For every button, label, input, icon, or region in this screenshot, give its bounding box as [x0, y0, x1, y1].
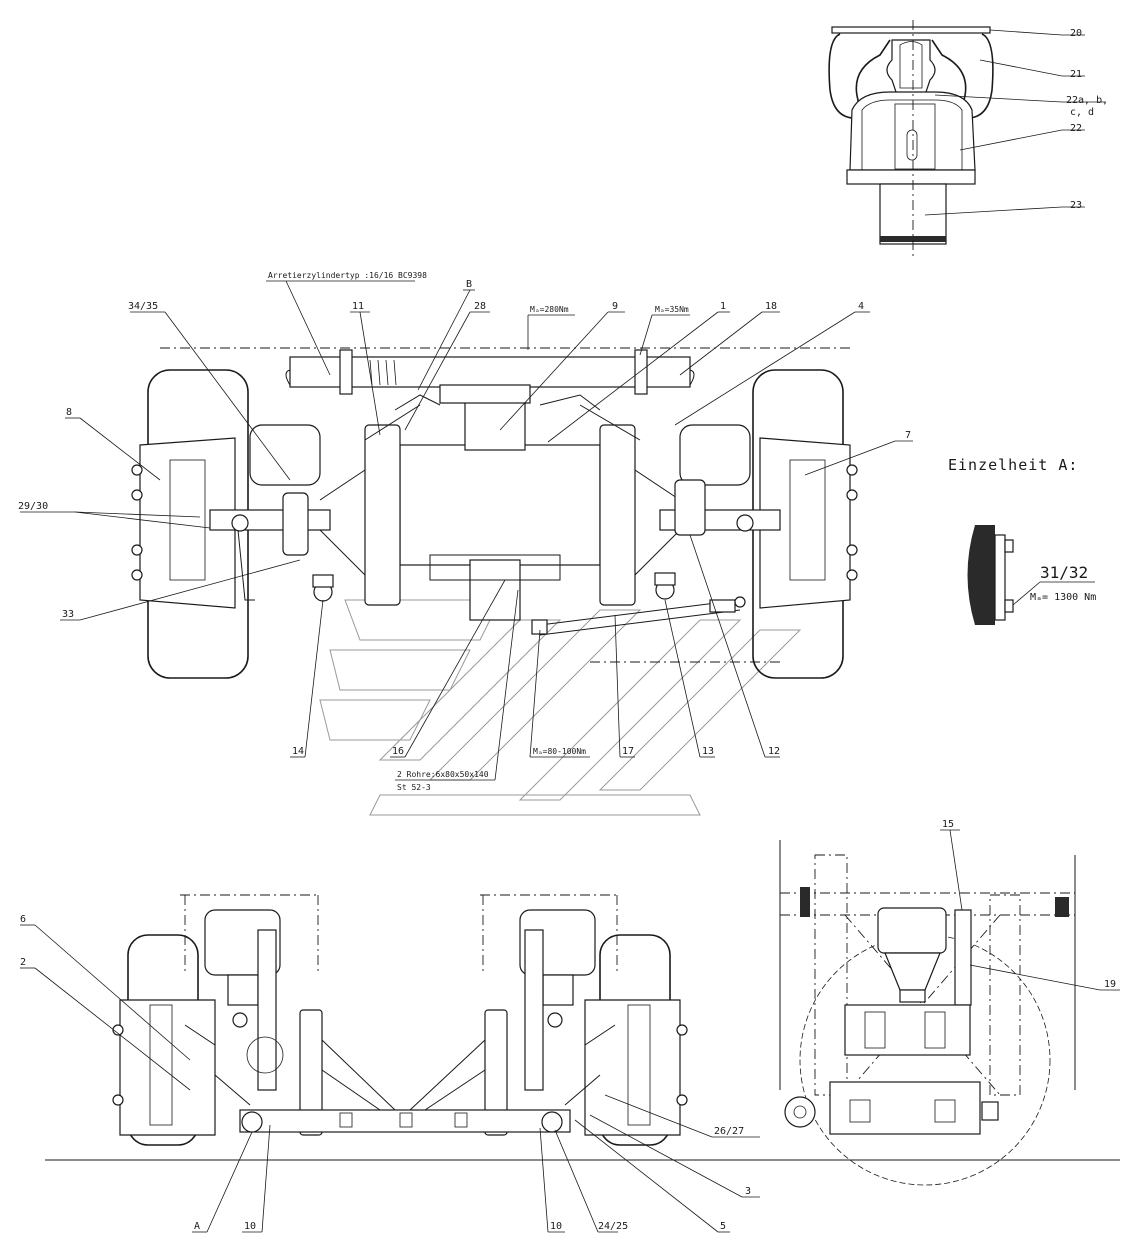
label-5: 5 [720, 1221, 726, 1232]
label-17: 17 [622, 746, 634, 757]
label-19: 19 [1104, 979, 1116, 990]
air-spring-leaders [924, 29, 1105, 216]
label-22: 22 [1070, 123, 1082, 134]
label-7: 7 [905, 430, 911, 441]
label-20: 20 [1070, 28, 1082, 39]
top-view-leaders [20, 289, 913, 781]
label-4: 4 [858, 301, 864, 312]
label-14: 14 [292, 746, 304, 757]
label-29-30: 29/30 [18, 501, 48, 512]
label-31-32: 31/32 [1040, 563, 1088, 582]
side-view-assembly [779, 840, 1076, 1186]
label-13: 13 [702, 746, 714, 757]
detail-a-title: Einzelheit A: [948, 456, 1078, 474]
torque-280: Mₐ=280Nm [530, 305, 569, 314]
label-1: 1 [720, 301, 726, 312]
label-23: 23 [1070, 200, 1082, 211]
label-33: 33 [62, 609, 74, 620]
label-10-left: 10 [244, 1221, 256, 1232]
label-18: 18 [765, 301, 777, 312]
label-10-right: 10 [550, 1221, 562, 1232]
label-11: 11 [352, 301, 364, 312]
label-2: 2 [20, 957, 26, 968]
pipe-material: St 52-3 [397, 783, 431, 792]
air-spring-section [828, 20, 994, 258]
label-24-25: 24/25 [598, 1221, 628, 1232]
label-21: 21 [1070, 69, 1082, 80]
torque-35: Mₐ=35Nm [655, 305, 689, 314]
label-22abcd: 22a, b, [1066, 95, 1108, 106]
label-8: 8 [66, 407, 72, 418]
label-28: 28 [474, 301, 486, 312]
label-34-35: 34/35 [128, 301, 158, 312]
label-6: 6 [20, 914, 26, 925]
label-B: B [466, 279, 472, 290]
label-3: 3 [745, 1186, 751, 1197]
label-12: 12 [768, 746, 780, 757]
label-15: 15 [942, 819, 954, 830]
label-A: A [194, 1221, 200, 1232]
torque-1300: Mₐ= 1300 Nm [1030, 592, 1096, 603]
label-22abcd-2: c, d [1070, 107, 1094, 118]
arretier-note: Arretierzylindertyp :16/16 BC9398 [268, 271, 427, 280]
label-26-27: 26/27 [714, 1126, 744, 1137]
front-view-assembly [45, 894, 1120, 1161]
top-view-assembly [131, 347, 858, 679]
hub-bolts-left [131, 464, 143, 581]
torque-80-100: Mₐ=80-100Nm [533, 747, 586, 756]
label-16: 16 [392, 746, 404, 757]
side-view-leaders [940, 829, 1120, 991]
hub-bolts-right [846, 464, 858, 581]
label-9: 9 [612, 301, 618, 312]
pipe-spec: 2 Rohre:6x80x50x140 [397, 770, 489, 779]
detail-a-view [967, 525, 1095, 625]
watermark-logo [319, 599, 802, 816]
front-view-leaders [20, 924, 760, 1233]
